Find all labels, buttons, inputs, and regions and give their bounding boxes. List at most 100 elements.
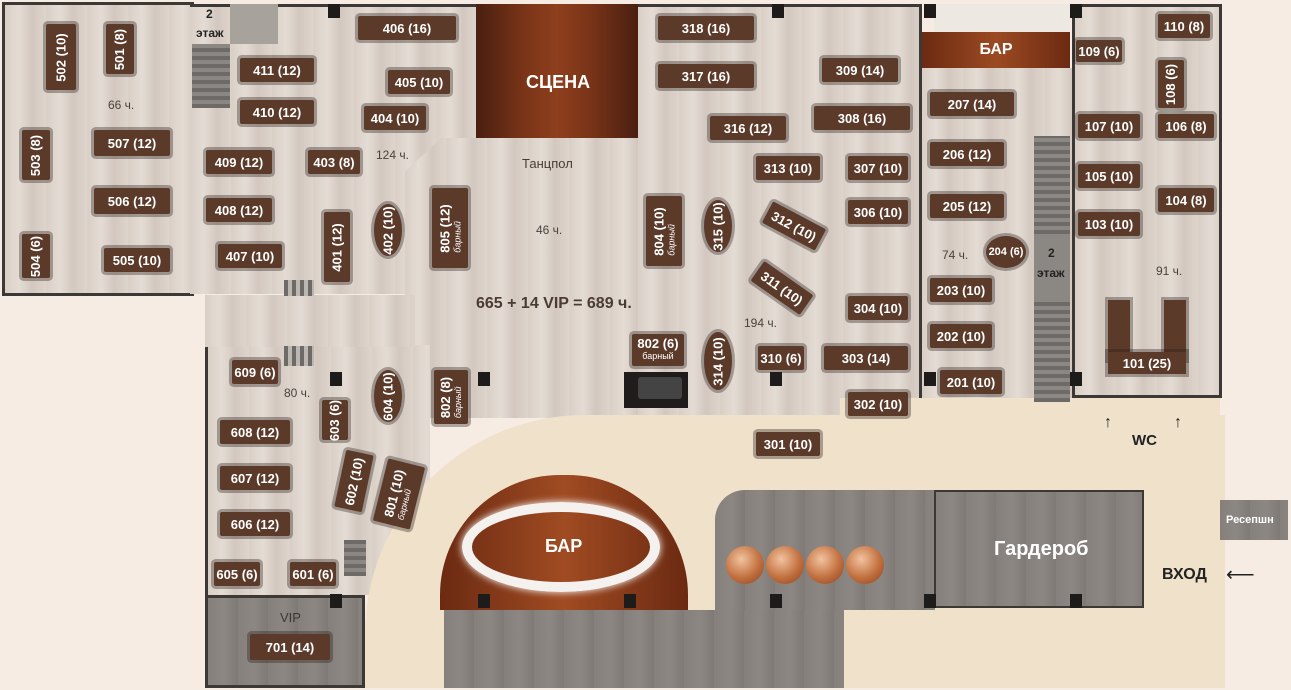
table-206[interactable]: 206 (12) (930, 142, 1004, 166)
table-502[interactable]: 502 (10) (46, 24, 76, 90)
column-13 (924, 594, 936, 608)
service-area (444, 610, 844, 688)
table-304[interactable]: 304 (10) (848, 296, 908, 320)
total-capacity: 665 + 14 VIP = 689 ч. (476, 295, 632, 312)
table-403[interactable]: 403 (8) (308, 150, 360, 174)
table-601[interactable]: 601 (6) (290, 562, 336, 586)
steps-2 (284, 280, 314, 296)
column-3 (924, 4, 936, 18)
table-606[interactable]: 606 (12) (220, 512, 290, 536)
table-308[interactable]: 308 (16) (814, 106, 910, 130)
wc-arrow-icon-left: ↑ (1104, 414, 1112, 431)
table-409[interactable]: 409 (12) (206, 150, 272, 174)
column-10 (478, 594, 490, 608)
table-507[interactable]: 507 (12) (94, 130, 170, 156)
table-301[interactable]: 301 (10) (756, 432, 820, 456)
table-405[interactable]: 405 (10) (388, 70, 450, 94)
table-407[interactable]: 407 (10) (218, 244, 282, 268)
hall-600-count: 80 ч. (284, 386, 311, 400)
table-504[interactable]: 504 (6) (22, 234, 50, 278)
table-402[interactable]: 402 (10) (374, 204, 402, 256)
table-204[interactable]: 204 (6) (986, 236, 1026, 268)
table-401[interactable]: 401 (12) (324, 212, 350, 282)
table-316[interactable]: 316 (12) (710, 116, 786, 140)
wc-label: WC (1132, 432, 1157, 449)
table-506[interactable]: 506 (12) (94, 188, 170, 214)
table-411[interactable]: 411 (12) (240, 58, 314, 82)
decor-disc-1 (726, 546, 764, 584)
table-103[interactable]: 103 (10) (1078, 212, 1140, 236)
decor-disc-2 (766, 546, 804, 584)
table-605[interactable]: 605 (6) (214, 562, 260, 586)
table-406[interactable]: 406 (16) (358, 16, 456, 40)
hall-200-count: 74 ч. (942, 248, 969, 262)
column-15 (330, 594, 342, 608)
table-104[interactable]: 104 (8) (1158, 188, 1214, 212)
table-309[interactable]: 309 (14) (822, 58, 898, 82)
top-bar: БАР (922, 32, 1070, 68)
table-310[interactable]: 310 (6) (758, 346, 804, 370)
steps-1 (284, 346, 314, 366)
entrance-arrow-icon: ⟵ (1226, 564, 1255, 586)
column-12 (770, 594, 782, 608)
column-2 (772, 4, 784, 18)
table-701[interactable]: 701 (14) (250, 634, 330, 660)
table-106[interactable]: 106 (8) (1158, 114, 1214, 138)
table-609[interactable]: 609 (6) (232, 360, 278, 384)
table-802-left[interactable]: 802 (8)барный (434, 370, 468, 424)
table-108[interactable]: 108 (6) (1158, 60, 1184, 108)
table-306[interactable]: 306 (10) (848, 200, 908, 224)
table-503[interactable]: 503 (8) (22, 130, 50, 180)
table-307[interactable]: 307 (10) (848, 156, 908, 180)
table-313[interactable]: 313 (10) (756, 156, 820, 180)
dance-floor-label: Танцпол (522, 156, 573, 171)
table-205[interactable]: 205 (12) (930, 194, 1004, 218)
table-804[interactable]: 804 (10)барный (646, 196, 682, 266)
table-303[interactable]: 303 (14) (824, 346, 908, 370)
table-608[interactable]: 608 (12) (220, 420, 290, 444)
stairs-left-landing (230, 4, 278, 44)
stairs-right-sign (1034, 236, 1070, 298)
table-805[interactable]: 805 (12)барный (432, 188, 468, 268)
table-317[interactable]: 317 (16) (658, 64, 754, 88)
table-404[interactable]: 404 (10) (364, 106, 426, 130)
table-109[interactable]: 109 (6) (1076, 40, 1122, 62)
table-201[interactable]: 201 (10) (940, 370, 1002, 394)
table-314[interactable]: 314 (10) (704, 332, 732, 390)
table-202[interactable]: 202 (10) (930, 324, 992, 348)
dj-console-icon (638, 377, 682, 399)
stage (476, 4, 638, 138)
table-207[interactable]: 207 (14) (930, 92, 1014, 116)
table-101-right-leg (1164, 300, 1186, 360)
floor2-right-line1: 2 (1048, 246, 1055, 260)
decor-disc-3 (806, 546, 844, 584)
table-302[interactable]: 302 (10) (848, 392, 908, 416)
table-105[interactable]: 105 (10) (1078, 164, 1140, 188)
table-501[interactable]: 501 (8) (106, 24, 134, 74)
stairs-left (192, 44, 230, 108)
table-318[interactable]: 318 (16) (658, 16, 754, 40)
table-505[interactable]: 505 (10) (104, 248, 170, 272)
table-101-base: 101 (25) (1108, 352, 1186, 374)
table-315[interactable]: 315 (10) (704, 200, 732, 252)
table-203[interactable]: 203 (10) (930, 278, 992, 302)
table-604[interactable]: 604 (10) (374, 370, 402, 422)
table-607[interactable]: 607 (12) (220, 466, 290, 490)
top-bar-counter (934, 4, 1070, 32)
reception (1220, 500, 1288, 540)
column-11 (624, 594, 636, 608)
reception-label: Ресепшн (1226, 514, 1274, 526)
table-603[interactable]: 603 (6) (322, 399, 348, 441)
table-101[interactable]: 101 (25) (1108, 300, 1186, 374)
column-9 (1070, 372, 1082, 386)
table-802-top[interactable]: 802 (6)барный (632, 334, 684, 366)
table-408[interactable]: 408 (12) (206, 198, 272, 222)
table-107[interactable]: 107 (10) (1078, 114, 1140, 138)
table-110[interactable]: 110 (8) (1158, 14, 1210, 38)
hall-500-count: 66 ч. (108, 98, 135, 112)
central-bar-label: БАР (545, 536, 583, 556)
table-410[interactable]: 410 (12) (240, 100, 314, 124)
hall-300-count: 194 ч. (744, 316, 777, 330)
entrance-label: ВХОД (1162, 566, 1207, 583)
